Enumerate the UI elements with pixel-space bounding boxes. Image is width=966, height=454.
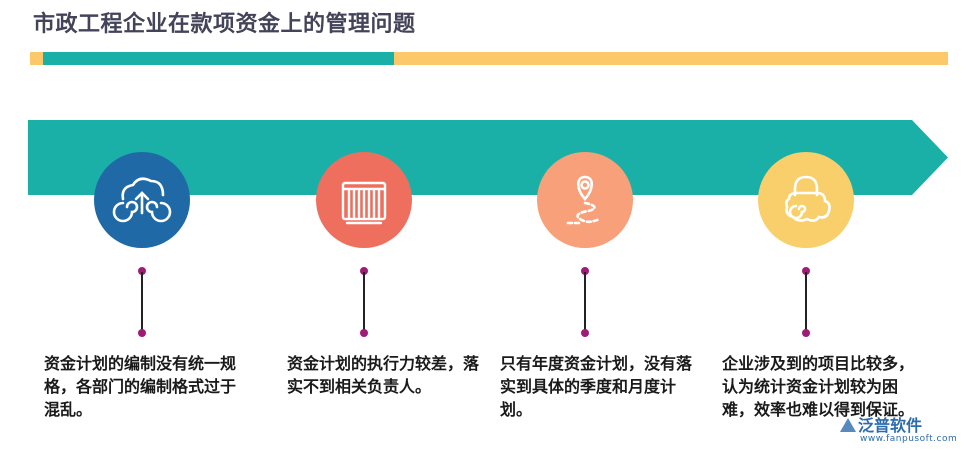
title-underline-teal bbox=[43, 52, 394, 65]
cloud-upload-icon bbox=[112, 177, 172, 223]
step-2-dot-top bbox=[360, 267, 368, 275]
step-2-description: 资金计划的执行力较差，落实不到相关负责人。 bbox=[287, 354, 480, 396]
watermark-logo-icon bbox=[840, 418, 856, 432]
step-1-dot-bottom bbox=[138, 329, 146, 337]
step-4-circle bbox=[758, 152, 854, 248]
step-1-description: 资金计划的编制没有统一规格，各部门的编制格式过于混乱。 bbox=[44, 354, 237, 419]
timeline-arrow bbox=[28, 120, 948, 195]
step-3-dot-top bbox=[581, 267, 589, 275]
step-4-dot-bottom bbox=[802, 329, 810, 337]
step-4-description: 企业涉及到的项目比较多，认为统计资金计划较为困难，效率也难以得到保证。 bbox=[722, 354, 915, 419]
map-route-icon bbox=[566, 175, 602, 225]
step-1-circle bbox=[94, 152, 190, 248]
step-4-connector bbox=[805, 272, 807, 332]
step-3-connector bbox=[584, 272, 586, 332]
step-3-dot-bottom bbox=[581, 329, 589, 337]
step-2-connector bbox=[363, 272, 365, 332]
watermark-name: 泛普软件 bbox=[858, 416, 923, 435]
step-4-dot-top bbox=[802, 267, 810, 275]
step-3-description: 只有年度资金计划，没有落实到具体的季度和月度计划。 bbox=[500, 354, 693, 419]
page-title: 市政工程企业在款项资金上的管理问题 bbox=[33, 11, 416, 37]
gate-icon bbox=[341, 181, 387, 225]
step-3-circle bbox=[537, 152, 633, 248]
watermark: 泛普软件 www.fanpusoft.com bbox=[838, 410, 960, 450]
step-2-dot-bottom bbox=[360, 329, 368, 337]
cloud-lock-icon bbox=[785, 175, 831, 222]
step-1-dot-top bbox=[138, 267, 146, 275]
step-2-circle bbox=[316, 152, 412, 248]
watermark-url: www.fanpusoft.com bbox=[860, 434, 958, 444]
step-1-connector bbox=[141, 272, 143, 332]
